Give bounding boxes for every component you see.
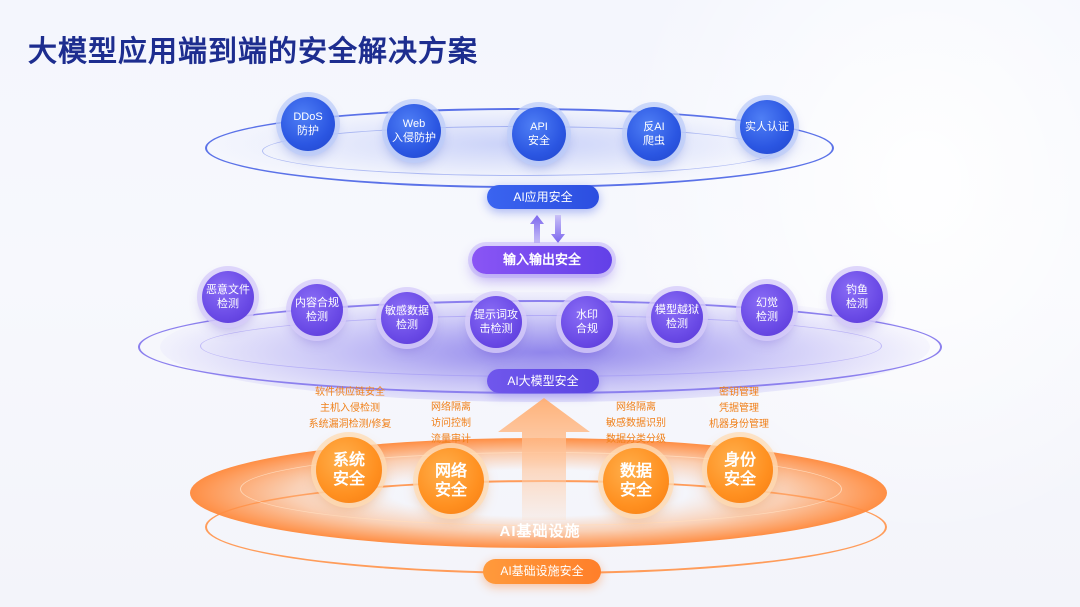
infra-node-identity-line1: 身份 [723,452,756,469]
feature-text: 敏感数据识别 [606,418,666,429]
app-node-web-line1: Web [402,118,426,130]
app-node-web-line2: 入侵防护 [392,132,436,144]
model-node-hallucination-line2: 检测 [756,311,778,323]
model-node-phishing-line1: 钓鱼 [846,284,868,296]
app-node-api: API 安全 [512,107,566,161]
feature-text: 软件供应链安全 [315,387,385,398]
model-node-watermark: 水印合规 [561,296,613,348]
feature-text: 系统漏洞检测/修复 [308,419,392,430]
infra-node-network: 网络安全 [418,448,484,514]
input-output-security-label: 输入输出安全 [472,246,612,274]
model-layer-label: AI大模型安全 [487,369,599,393]
infra-node-data: 数据安全 [603,448,669,514]
feature-text: 网络隔离 [431,402,471,413]
model-node-jailbreak-line2: 检测 [666,318,688,330]
model-node-sensitive-data-line1: 敏感数据 [385,305,429,317]
app-node-anti-crawler-line1: 反AI [643,121,665,133]
network-security-features: 网络隔离 访问控制 流量审计 [410,400,492,448]
model-node-hallucination-line1: 幻觉 [756,297,778,309]
model-node-prompt-attack-line2: 击检测 [479,323,513,335]
app-node-ddos-line1: DDoS [293,111,323,123]
app-node-api-line1: API [530,121,548,133]
model-node-phishing: 钓鱼检测 [831,271,883,323]
app-node-ddos-line2: 防护 [297,125,319,137]
upward-arrow-icon [498,398,590,520]
app-node-ddos: DDoS 防护 [281,97,335,151]
infra-center-label: AI基础设施 [499,523,581,540]
app-layer-label: AI应用安全 [487,185,599,209]
model-node-hallucination: 幻觉检测 [741,284,793,336]
model-node-sensitive-data: 敏感数据检测 [381,292,433,344]
feature-text: 机器身份管理 [709,419,769,430]
feature-text: 主机入侵检测 [320,403,380,414]
app-node-real-person-auth: 实人认证 [740,100,794,154]
model-node-prompt-attack-line1: 提示词攻 [474,309,518,321]
model-node-phishing-line2: 检测 [846,298,868,310]
infra-node-network-line2: 安全 [434,482,467,499]
app-node-api-line2: 安全 [528,135,550,147]
model-node-malicious-file-line2: 检测 [217,298,239,310]
model-node-watermark-line2: 合规 [576,323,598,335]
feature-text: 凭据管理 [719,403,759,414]
app-node-anti-crawler-line2: 爬虫 [643,135,665,147]
feature-text: 网络隔离 [616,402,656,413]
feature-text: 数据分类分级 [606,434,666,445]
feature-text: 密钥管理 [719,387,759,398]
infra-layer-label: AI基础设施安全 [483,559,601,584]
model-node-content-compliance-line1: 内容合规 [295,297,339,309]
infra-node-network-line1: 网络 [434,463,467,480]
infra-node-identity-line2: 安全 [723,471,756,488]
infra-node-system: 系统安全 [316,437,382,503]
system-security-features: 软件供应链安全 主机入侵检测 系统漏洞检测/修复 [295,385,405,433]
infra-node-identity: 身份安全 [707,437,773,503]
infra-node-data-line1: 数据 [619,463,652,480]
infra-node-data-line2: 安全 [619,482,652,499]
model-node-jailbreak-line1: 模型越狱 [655,304,699,316]
model-node-prompt-attack: 提示词攻击检测 [470,296,522,348]
app-node-anti-crawler: 反AI 爬虫 [627,107,681,161]
model-node-jailbreak: 模型越狱检测 [651,291,703,343]
infra-node-system-line2: 安全 [332,471,365,488]
model-node-content-compliance-line2: 检测 [306,311,328,323]
model-layer-ring-outer [138,300,942,394]
data-security-features: 网络隔离 敏感数据识别 数据分类分级 [590,400,682,448]
app-node-web: Web 入侵防护 [387,104,441,158]
page-title: 大模型应用端到端的安全解决方案 [28,34,479,68]
identity-security-features: 密钥管理 凭据管理 机器身份管理 [692,385,786,433]
model-node-sensitive-data-line2: 检测 [396,319,418,331]
model-node-watermark-line1: 水印 [576,309,598,321]
app-node-real-person-auth-line1: 实人认证 [745,121,789,133]
feature-text: 流量审计 [431,434,471,445]
infra-node-system-line1: 系统 [332,452,365,469]
model-node-malicious-file-line1: 恶意文件 [206,284,250,296]
input-output-arrows-icon [530,215,565,243]
model-node-content-compliance: 内容合规检测 [291,284,343,336]
feature-text: 访问控制 [431,418,471,429]
model-node-malicious-file: 恶意文件检测 [202,271,254,323]
